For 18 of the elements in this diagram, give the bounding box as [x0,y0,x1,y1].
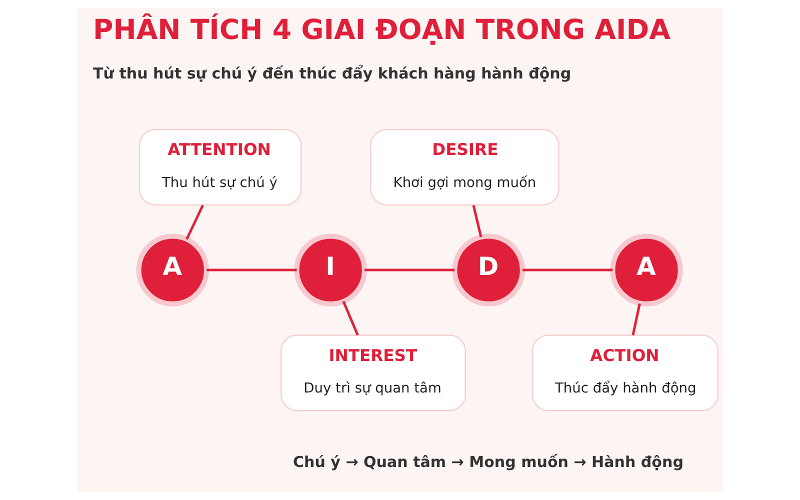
node-circle: A [610,234,682,306]
node-box: INTEREST Duy trì sự quan tâm [280,334,466,412]
node-circle: D [452,234,524,306]
connector [206,268,296,272]
node-box: ATTENTION Thu hút sự chú ý [138,129,302,206]
diagram-title: PHÂN TÍCH 4 GIAI ĐOẠN TRONG AIDA [92,12,670,46]
connector [631,303,640,336]
connector [185,204,204,240]
connector [342,300,358,336]
node-circle: I [294,234,366,306]
connector [364,268,454,272]
node-box: ACTION Thúc đẩy hành động [531,334,718,412]
label: Từ thu hút sự chú ý đến thúc đẩy khách hàng hành động [92,64,571,82]
node-box: DESIRE Khơi gợi mong muốn [370,129,559,206]
connector [522,268,612,272]
label: Chú ý → Quan tâm → Mong muốn → Hành động [292,453,683,472]
connector [472,205,482,238]
node-circle: A [136,234,208,306]
